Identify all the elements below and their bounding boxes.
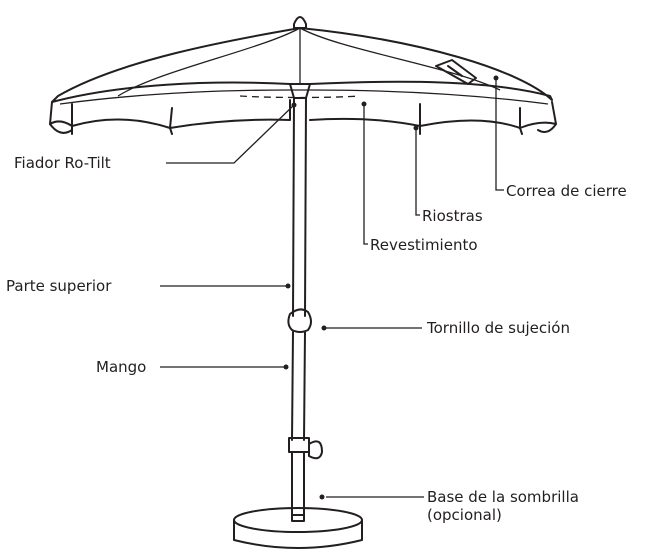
label-riostras: Riostras <box>422 207 483 225</box>
label-fiador-ro-tilt: Fiador Ro-Tilt <box>14 154 111 172</box>
canopy-finial <box>293 16 307 29</box>
label-base-opcional: (opcional) <box>427 506 502 524</box>
label-revestimiento: Revestimiento <box>370 236 478 254</box>
umbrella-canopy <box>49 16 557 135</box>
label-tornillo-de-sujecion: Tornillo de sujeción <box>426 319 570 337</box>
callouts <box>160 75 504 500</box>
umbrella-base <box>233 507 363 549</box>
canopy-hub <box>289 83 311 99</box>
label-parte-superior: Parte superior <box>6 277 112 295</box>
closing-strap <box>435 59 477 85</box>
fastening-screw-knob <box>308 440 323 460</box>
label-mango: Mango <box>96 358 146 376</box>
canopy-valance <box>49 99 557 129</box>
umbrella-pole <box>287 97 323 521</box>
ro-tilt-joint <box>287 308 312 333</box>
label-base-de-la-sombrilla: Base de la sombrilla <box>427 488 579 506</box>
label-correa-de-cierre: Correa de cierre <box>506 182 627 200</box>
